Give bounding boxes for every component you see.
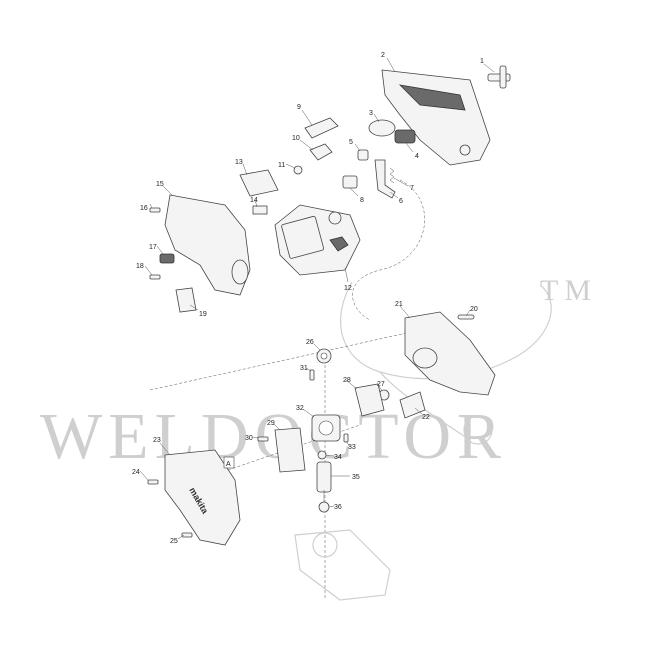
part-6-lever xyxy=(374,159,396,199)
callout-36: 36 xyxy=(334,504,342,511)
part-5-clip xyxy=(357,149,369,161)
part-26-ring xyxy=(316,348,332,364)
watermark-text: WELDOCTOR xyxy=(40,400,507,473)
callout-22: 22 xyxy=(422,414,430,421)
part-33-screw xyxy=(343,433,349,443)
part-8-block xyxy=(342,175,358,189)
callout-17: 17 xyxy=(149,244,157,251)
callout-6: 6 xyxy=(399,198,403,205)
callout-32: 32 xyxy=(296,405,304,412)
callout-2: 2 xyxy=(381,52,385,59)
callout-30: 30 xyxy=(245,435,253,442)
part-21-gear-housing xyxy=(404,311,496,396)
callout-12: 12 xyxy=(344,285,352,292)
part-34-bearing xyxy=(317,450,327,460)
callout-21: 21 xyxy=(395,301,403,308)
watermark-stethoscope-bell xyxy=(463,415,493,445)
part-1-screw xyxy=(487,65,511,89)
part-24-screw xyxy=(147,479,159,485)
callout-4: 4 xyxy=(415,153,419,160)
section-mark-label: A xyxy=(226,461,231,468)
watermark: WELDOCTOR TM xyxy=(40,274,597,473)
callout-28: 28 xyxy=(343,377,351,384)
callout-33: 33 xyxy=(348,444,356,451)
callout-9: 9 xyxy=(297,104,301,111)
ghost-base-assembly xyxy=(294,529,391,601)
callout-labels: 1 2 3 4 5 6 7 8 9 10 11 12 13 14 15 16 1… xyxy=(132,52,484,545)
callout-31: 31 xyxy=(300,365,308,372)
part-20-pin xyxy=(457,314,475,320)
callout-35: 35 xyxy=(352,474,360,481)
callout-16: 16 xyxy=(140,205,148,212)
part-31-screw xyxy=(309,369,315,381)
callout-10: 10 xyxy=(292,135,300,142)
part-17-button xyxy=(159,253,175,264)
part-12-controller xyxy=(274,204,361,276)
callout-13: 13 xyxy=(235,159,243,166)
watermark-tm: TM xyxy=(540,274,597,307)
callout-18: 18 xyxy=(136,263,144,270)
callout-34: 34 xyxy=(334,454,342,461)
callout-3: 3 xyxy=(369,110,373,117)
callout-29: 29 xyxy=(267,420,275,427)
part-2-housing xyxy=(381,69,491,166)
callout-14: 14 xyxy=(250,197,258,204)
part-36-bearing xyxy=(318,501,330,513)
callout-11: 11 xyxy=(278,162,285,169)
part-3-switch-cap xyxy=(368,119,396,137)
part-9-trigger-cover xyxy=(304,117,339,139)
part-10-trigger xyxy=(309,143,333,161)
leader-lines xyxy=(139,57,495,540)
part-16-screw xyxy=(149,207,161,213)
part-35-rotor xyxy=(316,461,332,505)
part-15-left-housing xyxy=(164,194,251,296)
part-23-front-housing: makita xyxy=(164,449,241,546)
callout-5: 5 xyxy=(349,139,353,146)
callout-7: 7 xyxy=(410,185,414,192)
part-14-label xyxy=(252,205,268,215)
part-13-cover-plate xyxy=(239,169,279,197)
part-28-brush-holder xyxy=(354,383,385,417)
callout-20: 20 xyxy=(470,306,478,313)
part-29-holder xyxy=(274,427,306,473)
callout-1: 1 xyxy=(480,58,484,65)
section-mark-a: A xyxy=(223,456,235,469)
part-25-screw xyxy=(181,532,193,538)
callout-8: 8 xyxy=(360,197,364,204)
part-18-screw xyxy=(149,274,161,280)
callout-27: 27 xyxy=(377,381,385,388)
callout-23: 23 xyxy=(153,437,161,444)
callout-25: 25 xyxy=(170,538,178,545)
callout-26: 26 xyxy=(306,339,314,346)
part-32-stator xyxy=(311,414,341,442)
part-30-screw xyxy=(257,436,269,442)
part-19-pad xyxy=(175,287,197,313)
callout-15: 15 xyxy=(156,181,164,188)
part-4-switch xyxy=(394,129,416,144)
part-11-spring xyxy=(293,165,303,175)
callout-24: 24 xyxy=(132,469,140,476)
callout-19: 19 xyxy=(199,311,207,318)
part-7-spring xyxy=(389,167,395,184)
